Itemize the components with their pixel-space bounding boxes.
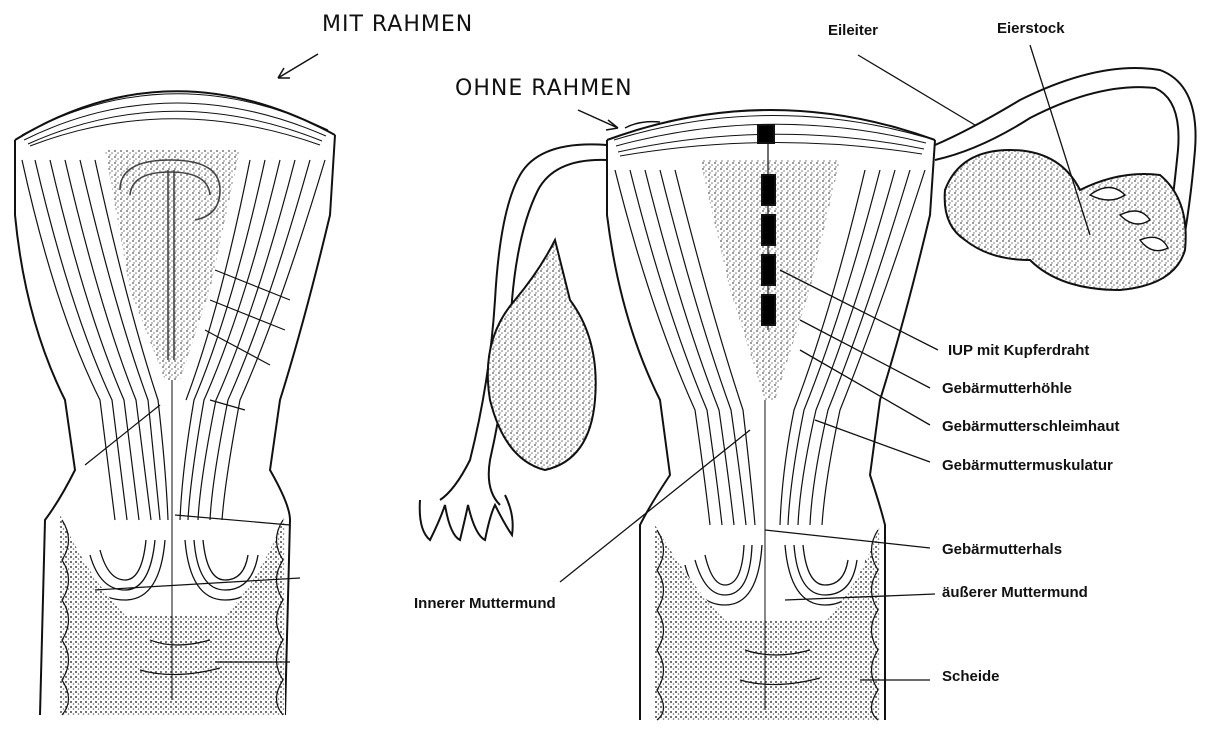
label-innerer: Innerer Muttermund xyxy=(414,595,556,612)
left-fimbriae xyxy=(420,495,513,540)
left-uterus xyxy=(15,54,335,715)
label-aeusserer: äußerer Muttermund xyxy=(942,584,1088,601)
leader-hoehle xyxy=(800,320,930,388)
label-eierstock: Eierstock xyxy=(997,20,1065,37)
ohne-rahmen-label: OHNE RAHMEN xyxy=(455,76,633,101)
right-vagina xyxy=(655,525,880,720)
right-uterus xyxy=(420,45,1196,720)
left-ovary xyxy=(488,240,596,470)
label-eileiter: Eileiter xyxy=(828,22,878,39)
label-hals: Gebärmutterhals xyxy=(942,541,1062,558)
leader-schleimhaut xyxy=(800,350,930,425)
leader-hals xyxy=(765,530,930,548)
label-scheide: Scheide xyxy=(942,668,1000,685)
label-hoehle: Gebärmutterhöhle xyxy=(942,380,1072,397)
label-muskulatur: Gebärmuttermuskulatur xyxy=(942,457,1113,474)
leader-eileiter xyxy=(858,55,975,125)
label-iup: IUP mit Kupferdraht xyxy=(948,342,1089,359)
mit-rahmen-label: MIT RAHMEN xyxy=(322,12,473,37)
label-schleimhaut: Gebärmutterschleimhaut xyxy=(942,418,1120,435)
